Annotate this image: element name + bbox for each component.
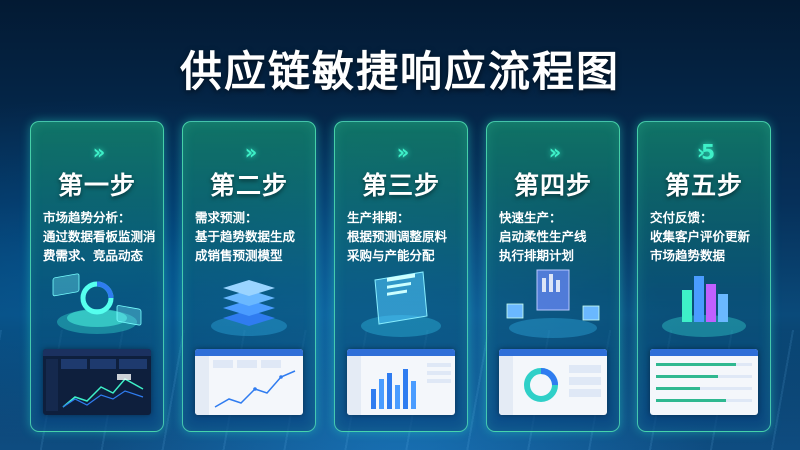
dashboard-screenshot — [43, 349, 151, 415]
schedule-screenshot — [347, 349, 455, 415]
step-card-1: ›› 第一步 市场趋势分析： 通过数据看板监测消 费需求、竞品动态 — [30, 121, 164, 432]
step-label: 第五步 — [664, 171, 743, 200]
step-description: 快速生产： 启动柔性生产线 执行排期计划 — [499, 208, 611, 265]
step-description: 市场趋势分析： 通过数据看板监测消 费需求、竞品动态 — [43, 208, 156, 265]
step-card-4: ›› 第四步 快速生产： 启动柔性生产线 执行排期计划 — [486, 121, 620, 432]
desc-line: 采购与产能分配 — [347, 248, 435, 263]
bar-chart-3d-icon — [662, 276, 746, 337]
chevron-right-icon: ›› — [92, 140, 105, 164]
step-label: 第三步 — [361, 171, 440, 200]
chevron-right-icon: ›› — [244, 140, 257, 164]
step-label: 第二步 — [209, 171, 288, 200]
desc-line: 通过数据看板监测消 — [43, 229, 156, 244]
step-card-2: ›› 第二步 需求预测： 基于趋势数据生成 成销售预测模型 — [182, 121, 316, 432]
desc-line: 快速生产： — [499, 210, 562, 225]
step-description: 交付反馈： 收集客户评价更新 市场趋势数据 — [650, 208, 762, 265]
chevron-right-icon: ›5 — [696, 140, 715, 164]
step-label: 第一步 — [57, 171, 136, 200]
desc-line: 生产排期： — [347, 210, 410, 225]
step-label: 第四步 — [513, 171, 592, 200]
factory-cubes-icon — [506, 269, 600, 338]
step-description: 需求预测： 基于趋势数据生成 成销售预测模型 — [195, 208, 307, 265]
forecast-screenshot — [195, 349, 303, 415]
chevron-right-icon: ›› — [548, 140, 561, 164]
step-description: 生产排期： 根据预测调整原料 采购与产能分配 — [347, 208, 459, 265]
desc-line: 费需求、竞品动态 — [43, 248, 144, 263]
step-card-3: ›› 第三步 生产排期： 根据预测调整原料 采购与产能分配 — [334, 121, 468, 432]
page-title: 供应链敏捷响应流程图 — [179, 47, 620, 96]
stack-chart-icon — [52, 273, 142, 334]
desc-line: 基于趋势数据生成 — [195, 229, 296, 244]
step-card-5: ›5 第五步 交付反馈： 收集客户评价更新 市场趋势数据 — [637, 121, 771, 432]
desc-line: 需求预测： — [195, 210, 258, 225]
layers-icon — [211, 280, 287, 336]
desc-line: 市场趋势数据 — [650, 248, 726, 263]
desc-line: 交付反馈： — [650, 210, 713, 225]
desc-line: 收集客户评价更新 — [650, 229, 751, 244]
feedback-screenshot — [650, 349, 758, 415]
desc-line: 执行排期计划 — [499, 248, 575, 263]
desc-line: 成销售预测模型 — [195, 248, 283, 263]
desc-line: 启动柔性生产线 — [499, 229, 587, 244]
document-board-icon — [361, 271, 441, 337]
chevron-right-icon: ›› — [396, 140, 409, 164]
production-screenshot — [499, 349, 607, 415]
desc-line: 市场趋势分析： — [43, 210, 131, 225]
desc-line: 根据预测调整原料 — [347, 229, 448, 244]
